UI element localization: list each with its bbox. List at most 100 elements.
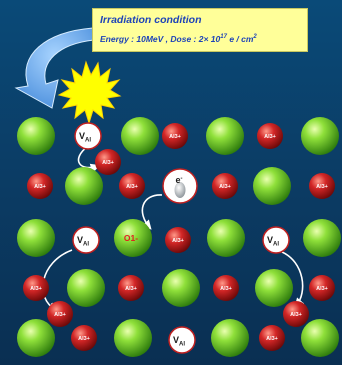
- starburst-icon: [57, 60, 122, 125]
- aluminum-ion: Al3+: [71, 325, 97, 351]
- aluminum-ion-sphere: [27, 173, 53, 199]
- oxygen-ion-sphere: [67, 269, 105, 307]
- oxygen-ion-label: O1-: [124, 233, 138, 243]
- oxygen-ion-sphere: [114, 219, 152, 257]
- aluminum-ion: Al3+: [27, 173, 53, 199]
- electron: e-: [162, 168, 198, 204]
- aluminum-ion-label: Al3+: [126, 184, 138, 190]
- aluminum-ion-label: Al3+: [266, 336, 278, 342]
- aluminum-ion-label: Al3+: [316, 184, 328, 190]
- oxygen-ion-sphere: [114, 319, 152, 357]
- aluminum-ion: Al3+: [119, 173, 145, 199]
- aluminum-ion-label: Al3+: [30, 286, 42, 292]
- aluminum-vacancy: VAl: [74, 122, 102, 150]
- electron-label: e-: [175, 175, 182, 185]
- incoming-arrow-icon: [14, 27, 95, 109]
- oxygen-ion-sphere: [301, 117, 339, 155]
- oxygen-ion: [65, 167, 103, 205]
- aluminum-ion-label: Al3+: [172, 238, 184, 244]
- aluminum-ion-sphere: [309, 275, 335, 301]
- vacancy-circle: [72, 226, 100, 254]
- aluminum-ion-label: Al3+: [54, 312, 66, 318]
- aluminum-ion-sphere: [162, 123, 188, 149]
- aluminum-ion-label: Al3+: [264, 134, 276, 140]
- aluminum-ion: Al3+: [259, 325, 285, 351]
- aluminum-ion: Al3+: [95, 149, 121, 175]
- aluminum-ion-sphere: [259, 325, 285, 351]
- oxygen-ion-sphere: [206, 117, 244, 155]
- oxygen-ion: [162, 269, 200, 307]
- dose-value: Dose : 2× 10: [170, 33, 221, 44]
- lattice-ions: VAlAl3+Al3+Al3+Al3+Al3+e-Al3+Al3+VAlO1-A…: [17, 117, 341, 357]
- oxygen-ion: [211, 319, 249, 357]
- aluminum-ion: Al3+: [283, 301, 309, 327]
- condition-title: Irradiation condition: [100, 14, 202, 26]
- aluminum-ion-sphere: [283, 301, 309, 327]
- oxygen-ion-sphere: [17, 219, 55, 257]
- dose-unit-exponent: 2: [253, 34, 257, 40]
- oxygen-radical-ion: O1-: [114, 219, 152, 257]
- aluminum-ion-label: Al3+: [102, 160, 114, 166]
- oxygen-ion: [207, 219, 245, 257]
- dose-unit: e / cm: [226, 33, 254, 44]
- oxygen-ion: [255, 269, 293, 307]
- aluminum-ion-sphere: [309, 173, 335, 199]
- oxygen-ion: [253, 167, 291, 205]
- oxygen-ion-sphere: [211, 319, 249, 357]
- oxygen-ion: [17, 117, 55, 155]
- oxygen-ion: [67, 269, 105, 307]
- oxygen-ion-sphere: [207, 219, 245, 257]
- vacancy-circle: [74, 122, 102, 150]
- aluminum-ion-sphere: [213, 275, 239, 301]
- oxygen-ion-sphere: [121, 117, 159, 155]
- vacancy-circle: [262, 226, 290, 254]
- aluminum-ion: Al3+: [162, 123, 188, 149]
- aluminum-ion-label: Al3+: [125, 286, 137, 292]
- electron-icon: [174, 182, 186, 198]
- vacancy-circle: [168, 326, 196, 354]
- curved-arrow-icon: [77, 145, 101, 173]
- oxygen-ion: [114, 319, 152, 357]
- oxygen-ion: [301, 117, 339, 155]
- oxygen-ion-sphere: [17, 319, 55, 357]
- aluminum-ion: Al3+: [212, 173, 238, 199]
- aluminum-ion: Al3+: [47, 301, 73, 327]
- aluminum-ion-label: Al3+: [34, 184, 46, 190]
- aluminum-ion-sphere: [23, 275, 49, 301]
- aluminum-ion-sphere: [71, 325, 97, 351]
- aluminum-vacancy: VAl: [72, 226, 100, 254]
- aluminum-ion-label: Al3+: [316, 286, 328, 292]
- aluminum-vacancy: VAl: [262, 226, 290, 254]
- aluminum-ion-sphere: [47, 301, 73, 327]
- aluminum-ion-sphere: [118, 275, 144, 301]
- aluminum-ion: Al3+: [23, 275, 49, 301]
- aluminum-ion-sphere: [119, 173, 145, 199]
- parameter-separator: ,: [163, 33, 171, 44]
- oxygen-ion: [206, 117, 244, 155]
- aluminum-ion-label: Al3+: [219, 184, 231, 190]
- oxygen-ion-sphere: [17, 117, 55, 155]
- aluminum-ion: Al3+: [257, 123, 283, 149]
- aluminum-vacancy: VAl: [168, 326, 196, 354]
- aluminum-ion-sphere: [257, 123, 283, 149]
- condition-parameters: Energy : 10MeV , Dose : 2× 1017 e / cm2: [100, 30, 300, 46]
- aluminum-ion-label: Al3+: [220, 286, 232, 292]
- dose-exponent: 17: [220, 34, 227, 40]
- aluminum-ion-sphere: [165, 227, 191, 253]
- oxygen-ion: [17, 219, 55, 257]
- aluminum-ion-sphere: [95, 149, 121, 175]
- curved-arrow-icon: [42, 249, 73, 312]
- oxygen-ion-sphere: [303, 219, 341, 257]
- oxygen-ion: [17, 319, 55, 357]
- aluminum-ion: Al3+: [309, 173, 335, 199]
- oxygen-ion-sphere: [255, 269, 293, 307]
- aluminum-ion-label: Al3+: [78, 336, 90, 342]
- oxygen-ion: [121, 117, 159, 155]
- curved-arrow-icon: [141, 194, 163, 230]
- oxygen-ion-sphere: [301, 319, 339, 357]
- aluminum-ion-label: Al3+: [169, 134, 181, 140]
- oxygen-ion: [301, 319, 339, 357]
- oxygen-ion-sphere: [253, 167, 291, 205]
